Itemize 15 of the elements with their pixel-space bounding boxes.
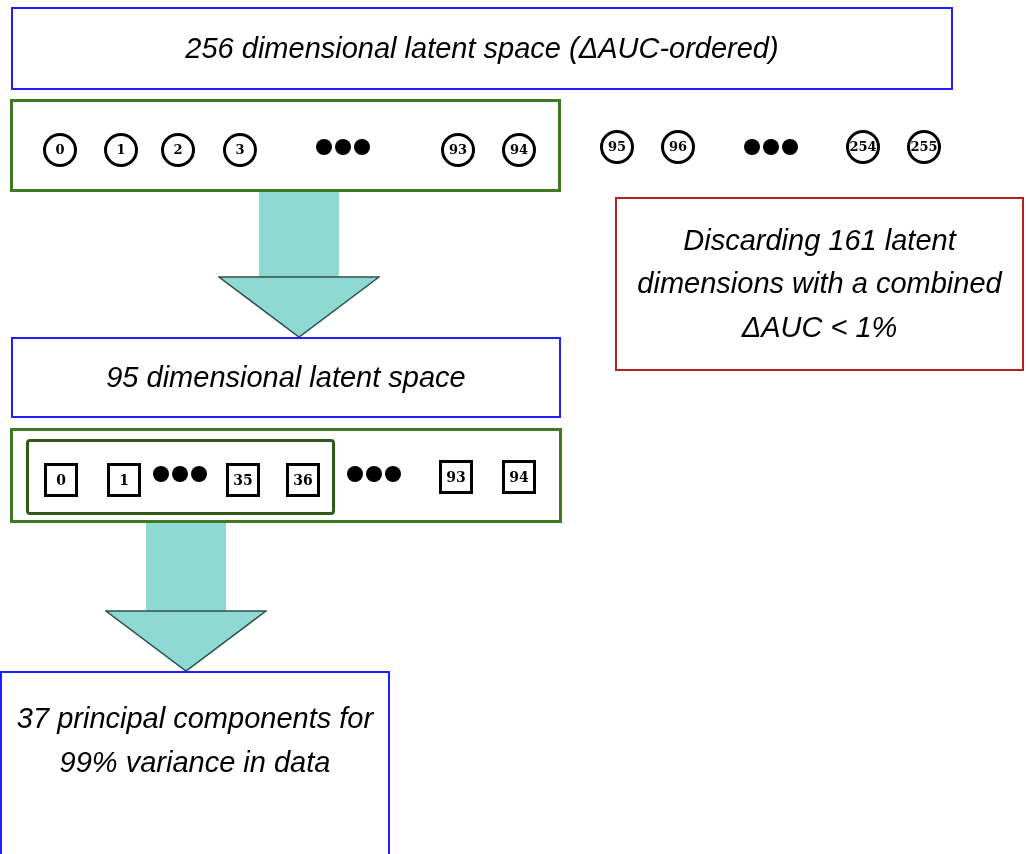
block-arrow (105, 523, 267, 672)
group-box (10, 428, 562, 523)
group-box (10, 99, 561, 192)
dimension-square: 35 (226, 463, 260, 497)
dimension-square: 1 (107, 463, 141, 497)
dimension-square: 0 (44, 463, 78, 497)
title-box: 256 dimensional latent space (ΔAUC-ordered) (11, 7, 953, 90)
note-box: Discarding 161 latent dimensions with a combined ΔAUC < 1% (615, 197, 1024, 371)
dimension-square: 93 (439, 460, 473, 494)
group-box (26, 439, 335, 515)
title-box: 95 dimensional latent space (11, 337, 561, 418)
dimension-square: 94 (502, 460, 536, 494)
result-box: 37 principal components for 99% variance in data (0, 671, 390, 854)
block-arrow (218, 192, 380, 338)
dimension-square: 36 (286, 463, 320, 497)
